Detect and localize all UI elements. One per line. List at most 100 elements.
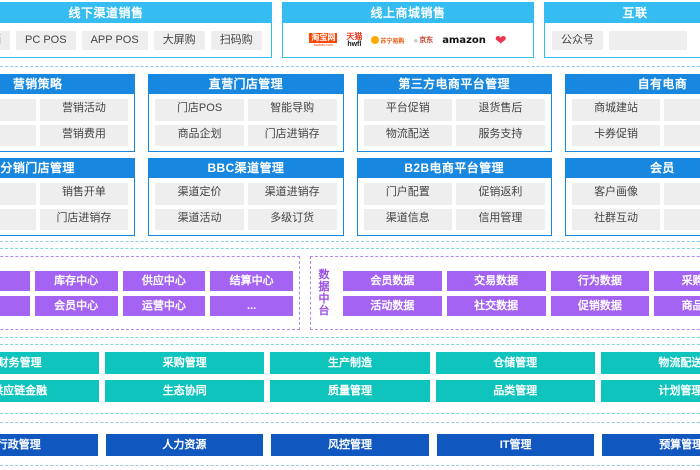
panel-cell[interactable]: 渠道进销存 — [247, 183, 337, 205]
supply-chain-cell[interactable]: 供应链金融 — [0, 380, 100, 402]
business-center-cell[interactable] — [0, 295, 30, 316]
channel-title: 线下渠道销售 — [0, 3, 271, 23]
panel-cell[interactable]: 社群互动 — [571, 208, 661, 230]
channel-chip[interactable]: 公众号 — [552, 30, 603, 50]
supply-chain-cell[interactable]: 质量管理 — [270, 380, 430, 402]
panel-member: 会员 客户画像 社群互动 — [564, 158, 700, 236]
supply-chain-cell[interactable]: 采购管理 — [105, 352, 265, 374]
panel-cell[interactable]: 促销返利 — [456, 183, 545, 205]
panel-cell[interactable]: 退货售后 — [456, 99, 545, 121]
module-row-1: 营销策略 营销活动 营销费用 直营门店管理 门店POS 智能导购 商品企划 门店… — [0, 74, 700, 152]
panel-cell[interactable]: 平台促销 — [363, 99, 453, 121]
panel-title: 第三方电商平台管理 — [357, 75, 551, 94]
data-center-label: 数据中台 — [318, 269, 330, 317]
module-row-2: 分销门店管理 销售开单 门店进销存 BBC渠道管理 渠道定价 渠道进销存 渠道活… — [0, 158, 700, 236]
panel-cell[interactable]: 商城建站 — [571, 99, 661, 121]
supply-chain-cell[interactable]: 财务管理 — [0, 352, 100, 374]
middle-platform-band — [0, 248, 700, 338]
data-center-cell[interactable]: 交易数据 — [446, 270, 546, 291]
channel-card-offline: 线下渠道销售 移动分销 PC POS APP POS 大屏购 扫码购 — [0, 2, 272, 58]
panel-cell[interactable]: 销售开单 — [39, 183, 129, 205]
business-center-cell[interactable]: 运营中心 — [122, 295, 206, 316]
supply-chain-cell[interactable]: 物流配送 — [600, 352, 700, 374]
panel-cell[interactable]: 商品企划 — [155, 124, 244, 146]
supply-chain-band — [0, 344, 700, 414]
panel-cell[interactable]: 智能导购 — [247, 99, 337, 121]
data-center-grid: 会员数据 交易数据 行为数据 采购数据 活动数据 社交数据 促销数据 商品数据 — [337, 265, 700, 322]
panel-title: 自有电商 — [565, 75, 700, 94]
channel-chip[interactable]: PC POS — [16, 30, 76, 50]
supply-chain-cell[interactable]: 生态协同 — [105, 380, 265, 402]
panel-cell[interactable]: 渠道定价 — [155, 183, 244, 205]
panel-cell[interactable]: 信用管理 — [456, 208, 545, 230]
support-cell[interactable]: 风控管理 — [271, 434, 429, 456]
panel-cell[interactable]: 营销活动 — [39, 99, 129, 121]
channel-header-row: 线下渠道销售 移动分销 PC POS APP POS 大屏购 扫码购 线上商城销… — [0, 2, 700, 58]
panel-cell[interactable]: 渠道活动 — [155, 208, 244, 230]
panel-grid: 营销活动 营销费用 — [0, 94, 134, 151]
channel-chip[interactable]: 扫码购 — [210, 30, 262, 50]
supply-chain-cell[interactable]: 仓储管理 — [435, 352, 595, 374]
business-center-cell[interactable]: 库存中心 — [34, 270, 118, 291]
support-cell[interactable]: IT管理 — [436, 434, 595, 456]
panel-marketing-strategy: 营销策略 营销活动 营销费用 — [0, 74, 136, 152]
data-center-cell[interactable]: 社交数据 — [446, 295, 546, 316]
data-center-cell[interactable]: 会员数据 — [343, 270, 442, 291]
data-center-cell[interactable]: 促销数据 — [550, 295, 650, 316]
panel-own-ecommerce: 自有电商 商城建站 卡券促销 — [564, 74, 700, 152]
business-center-cell[interactable]: 供应中心 — [122, 270, 206, 291]
panel-cell[interactable] — [664, 183, 700, 205]
business-center-cell[interactable]: 结算中心 — [210, 270, 293, 291]
panel-cell[interactable] — [0, 99, 36, 121]
business-center-cell[interactable]: 会员中心 — [34, 295, 118, 316]
panel-cell[interactable]: 门店POS — [155, 99, 244, 121]
data-center-cell[interactable]: 商品数据 — [654, 295, 700, 316]
business-center-cell[interactable]: ... — [210, 295, 293, 316]
business-center-grid: 库存中心 供应中心 结算中心 会员中心 运营中心 ... — [0, 265, 299, 322]
panel-grid: 门户配置 促销返利 渠道信息 信用管理 — [358, 178, 551, 235]
supply-chain-cell[interactable]: 生产制造 — [270, 352, 430, 374]
panel-cell[interactable] — [0, 208, 36, 230]
panel-grid: 客户画像 社群互动 — [566, 178, 700, 235]
panel-cell[interactable] — [0, 183, 36, 205]
panel-cell[interactable]: 门店进销存 — [247, 124, 337, 146]
channel-chip[interactable]: 移动分销 — [0, 30, 10, 50]
panel-cell[interactable]: 客户画像 — [571, 183, 661, 205]
panel-cell[interactable]: 渠道信息 — [363, 208, 453, 230]
panel-cell[interactable]: 卡券促销 — [571, 124, 661, 146]
jd-logo: ●京东 — [413, 35, 434, 45]
panel-cell[interactable]: 门户配置 — [363, 183, 453, 205]
panel-title: 会员 — [565, 159, 700, 178]
channel-chip[interactable]: APP POS — [81, 30, 148, 50]
data-center-cell[interactable]: 行为数据 — [550, 270, 650, 291]
support-cell[interactable]: 预算管理 — [602, 434, 700, 456]
support-cell[interactable]: 人力资源 — [105, 434, 264, 456]
business-center-cell[interactable] — [0, 270, 30, 291]
panel-title: 营销策略 — [0, 75, 135, 94]
amazon-logo: amazon — [442, 34, 486, 46]
panel-cell[interactable]: 服务支持 — [456, 124, 545, 146]
panel-cell[interactable]: 物流配送 — [363, 124, 453, 146]
panel-cell[interactable] — [664, 124, 700, 146]
panel-title: 分销门店管理 — [0, 159, 135, 178]
data-center-cell[interactable]: 采购数据 — [654, 270, 700, 291]
supply-chain-cell[interactable]: 品类管理 — [435, 380, 595, 402]
panel-cell[interactable] — [0, 124, 36, 146]
panel-cell[interactable]: 营销费用 — [39, 124, 129, 146]
panel-cell[interactable] — [664, 99, 700, 121]
panel-title: 直营门店管理 — [149, 75, 343, 94]
data-center-cell[interactable]: 活动数据 — [343, 295, 442, 316]
channel-card-internet: 互联 公众号 — [544, 2, 700, 58]
channel-chip[interactable]: 大屏购 — [153, 30, 205, 50]
panel-cell[interactable]: 多级订货 — [247, 208, 337, 230]
panel-cell[interactable] — [664, 208, 700, 230]
panel-cell[interactable]: 门店进销存 — [39, 208, 129, 230]
supply-chain-cell[interactable]: 计划管理 — [600, 380, 700, 402]
support-cell[interactable]: 行政管理 — [0, 434, 98, 456]
panel-grid: 门店POS 智能导购 商品企划 门店进销存 — [149, 94, 342, 151]
front-office-band — [0, 66, 700, 242]
